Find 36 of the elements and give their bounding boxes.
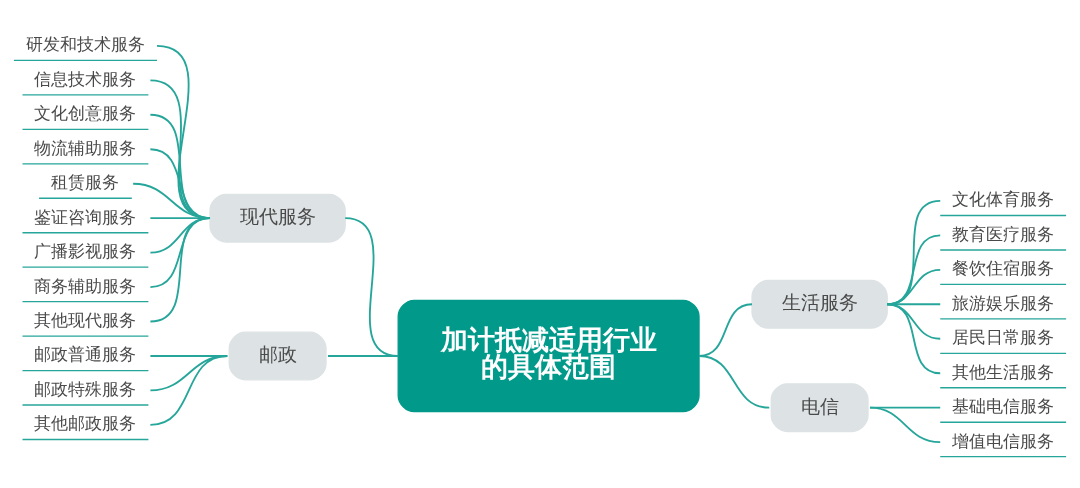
connector (149, 217, 211, 323)
node-text: 基础电信服务 (952, 396, 1055, 417)
connector (886, 234, 942, 306)
node-text: 其他邮政服务 (34, 413, 137, 434)
node-box: 邮政 (228, 331, 327, 381)
connector (886, 200, 942, 306)
node-text: 邮政特殊服务 (34, 378, 137, 399)
node-text: 文化体育服务 (952, 189, 1055, 210)
connector (149, 355, 229, 426)
node-text: 信息技术服务 (34, 68, 137, 89)
connector (886, 303, 942, 340)
node-text: 居民日常服务 (952, 327, 1055, 348)
node-text: 鉴证咨询服务 (34, 206, 137, 227)
node-box: 电信 (770, 383, 869, 433)
node-text: 邮政普通服务 (34, 344, 137, 365)
node-text: 餐饮住宿服务 (952, 258, 1055, 279)
node-box: 加计抵减适用行业的具体范围 (397, 299, 700, 413)
node-text: 教育医疗服务 (952, 223, 1055, 244)
node-box: 生活服务 (751, 279, 888, 329)
node-box: 现代服务 (209, 193, 346, 243)
node-text: 其他现代服务 (34, 310, 137, 331)
node-text: 文化创意服务 (34, 103, 137, 124)
connector (886, 303, 942, 375)
connector (886, 303, 942, 306)
connector (327, 355, 400, 357)
node-text: 研发和技术服务 (25, 34, 145, 55)
node-text: 租赁服务 (51, 172, 120, 193)
node-text: 商务辅助服务 (34, 275, 137, 296)
connector (886, 268, 942, 306)
node-text: 旅游娱乐服务 (952, 292, 1055, 313)
connector (698, 355, 771, 409)
node-text: 物流辅助服务 (34, 137, 137, 158)
node-text: 其他生活服务 (952, 361, 1055, 382)
node-text: 增值电信服务 (952, 430, 1055, 451)
node-text: 广播影视服务 (34, 241, 137, 262)
connector (869, 406, 942, 444)
